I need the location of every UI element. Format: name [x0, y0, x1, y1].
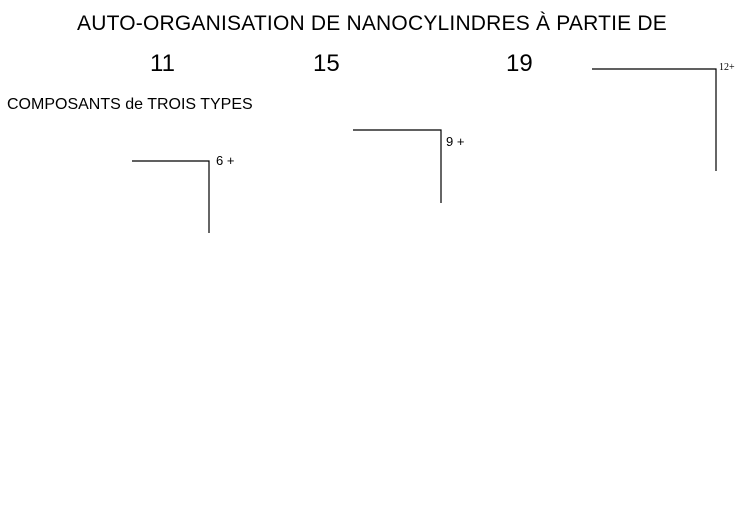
structure-number-15: 15 — [313, 50, 340, 77]
charge-bracket-9 — [353, 129, 442, 203]
structure-number-19: 19 — [506, 50, 533, 77]
charge-bracket-6 — [132, 160, 210, 233]
page-title: AUTO-ORGANISATION DE NANOCYLINDRES À PAR… — [77, 12, 667, 35]
charge-label-12: 12+ — [719, 62, 735, 73]
charge-label-6: 6 + — [216, 153, 235, 168]
subtitle: COMPOSANTS de TROIS TYPES — [7, 96, 253, 113]
structure-number-11: 11 — [150, 50, 175, 77]
charge-label-9: 9 + — [446, 134, 465, 149]
charge-bracket-12 — [592, 68, 717, 171]
